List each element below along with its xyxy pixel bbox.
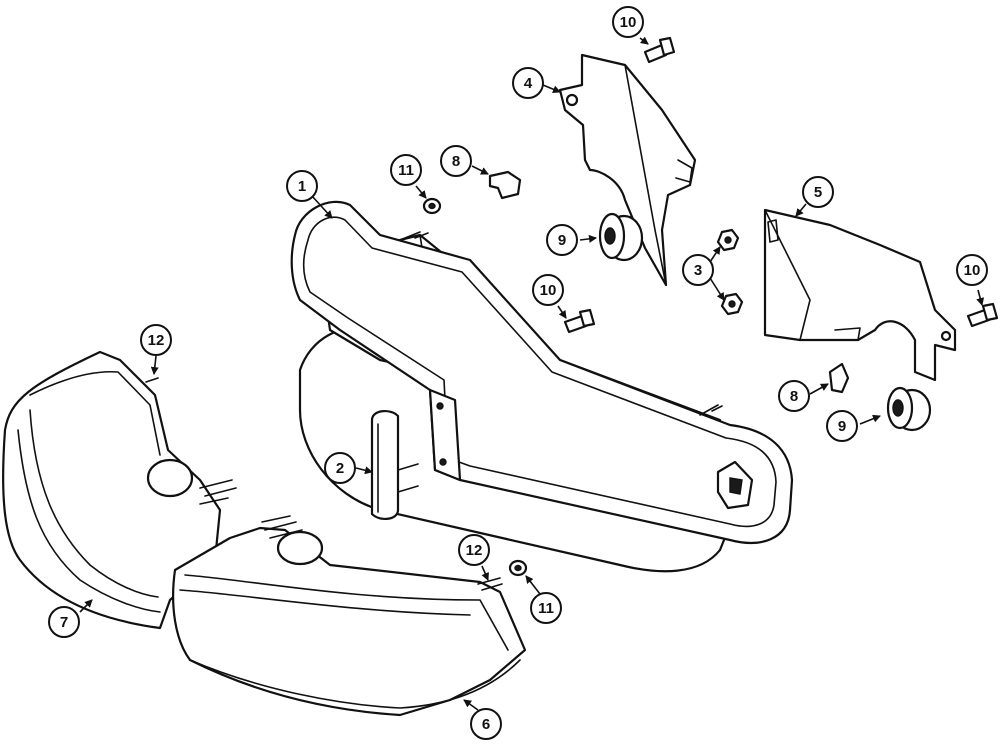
svg-text:8: 8 bbox=[790, 388, 798, 405]
callout-8-upper: 8 bbox=[440, 145, 472, 177]
grommet-upper bbox=[598, 212, 644, 262]
callout-9-lower: 9 bbox=[826, 410, 858, 442]
callout-5: 5 bbox=[802, 176, 834, 208]
svg-text:11: 11 bbox=[538, 600, 554, 617]
grommet-lower bbox=[886, 386, 932, 432]
svg-text:3: 3 bbox=[694, 262, 702, 279]
svg-text:10: 10 bbox=[964, 262, 981, 279]
bolt-middle bbox=[563, 308, 596, 334]
svg-text:7: 7 bbox=[60, 614, 68, 631]
callout-3: 3 bbox=[682, 254, 714, 286]
right-bracket bbox=[763, 208, 957, 382]
clip-upper bbox=[488, 170, 522, 200]
upper-bracket bbox=[558, 53, 697, 287]
nut-upper bbox=[716, 228, 740, 252]
front-housing bbox=[290, 200, 794, 573]
svg-text:6: 6 bbox=[482, 716, 490, 733]
svg-text:12: 12 bbox=[148, 332, 165, 349]
svg-text:5: 5 bbox=[814, 184, 822, 201]
callout-9-upper: 9 bbox=[546, 224, 578, 256]
svg-text:9: 9 bbox=[838, 418, 846, 435]
callout-6: 6 bbox=[470, 708, 502, 740]
callout-10-top: 10 bbox=[612, 6, 644, 38]
callout-8-lower: 8 bbox=[778, 380, 810, 412]
svg-text:2: 2 bbox=[336, 460, 344, 477]
callout-11-lower: 11 bbox=[530, 592, 562, 624]
callouts: 1 2 3 4 5 6 7 8 8 9 9 10 10 10 11 11 12 … bbox=[48, 6, 988, 740]
bolt-top bbox=[643, 36, 676, 64]
side-pad bbox=[370, 410, 419, 520]
callout-4: 4 bbox=[512, 67, 544, 99]
svg-text:11: 11 bbox=[398, 162, 414, 179]
svg-text:12: 12 bbox=[466, 542, 483, 559]
callout-12-lower: 12 bbox=[458, 534, 490, 566]
svg-text:4: 4 bbox=[524, 75, 533, 92]
washer-lower bbox=[508, 559, 528, 577]
svg-text:8: 8 bbox=[452, 153, 460, 170]
clip-lower bbox=[828, 362, 850, 394]
callout-12-left: 12 bbox=[140, 324, 172, 356]
svg-text:9: 9 bbox=[558, 232, 566, 249]
callout-7: 7 bbox=[48, 606, 80, 638]
callout-2: 2 bbox=[324, 452, 356, 484]
svg-text:10: 10 bbox=[540, 282, 557, 299]
bolt-right bbox=[966, 302, 999, 328]
left-headlamp bbox=[2, 350, 237, 630]
washer-upper bbox=[422, 197, 442, 215]
svg-text:10: 10 bbox=[620, 14, 637, 31]
callout-10-right: 10 bbox=[956, 254, 988, 286]
svg-text:1: 1 bbox=[298, 178, 306, 195]
callout-10-middle: 10 bbox=[532, 274, 564, 306]
callout-1: 1 bbox=[286, 170, 318, 202]
callout-11-upper: 11 bbox=[390, 154, 422, 186]
nut-lower bbox=[720, 292, 744, 316]
right-headlamp bbox=[172, 515, 527, 717]
